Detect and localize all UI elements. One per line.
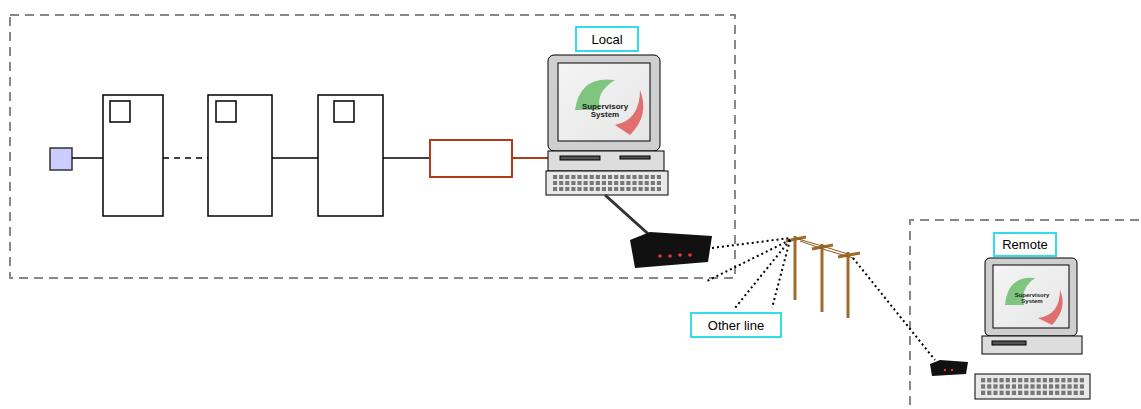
label-box: Local xyxy=(575,26,639,52)
device-chain xyxy=(50,95,548,216)
local-computer xyxy=(546,55,668,195)
screen-text: Supervisory System xyxy=(575,103,635,120)
screen-text: Supervisory System xyxy=(1009,292,1055,305)
remote-region xyxy=(910,220,1139,409)
label-box: Other line xyxy=(690,312,782,338)
telephone-poles xyxy=(786,236,860,318)
box-label: Other line xyxy=(708,318,764,333)
box-label: Remote xyxy=(1002,237,1048,252)
remote-modem xyxy=(930,360,968,376)
remote-computer xyxy=(975,258,1090,399)
local-region xyxy=(10,15,735,278)
box-label: Local xyxy=(591,32,622,47)
phone-lines xyxy=(705,238,935,360)
label-box: Remote xyxy=(993,232,1057,257)
local-modem xyxy=(630,232,712,268)
